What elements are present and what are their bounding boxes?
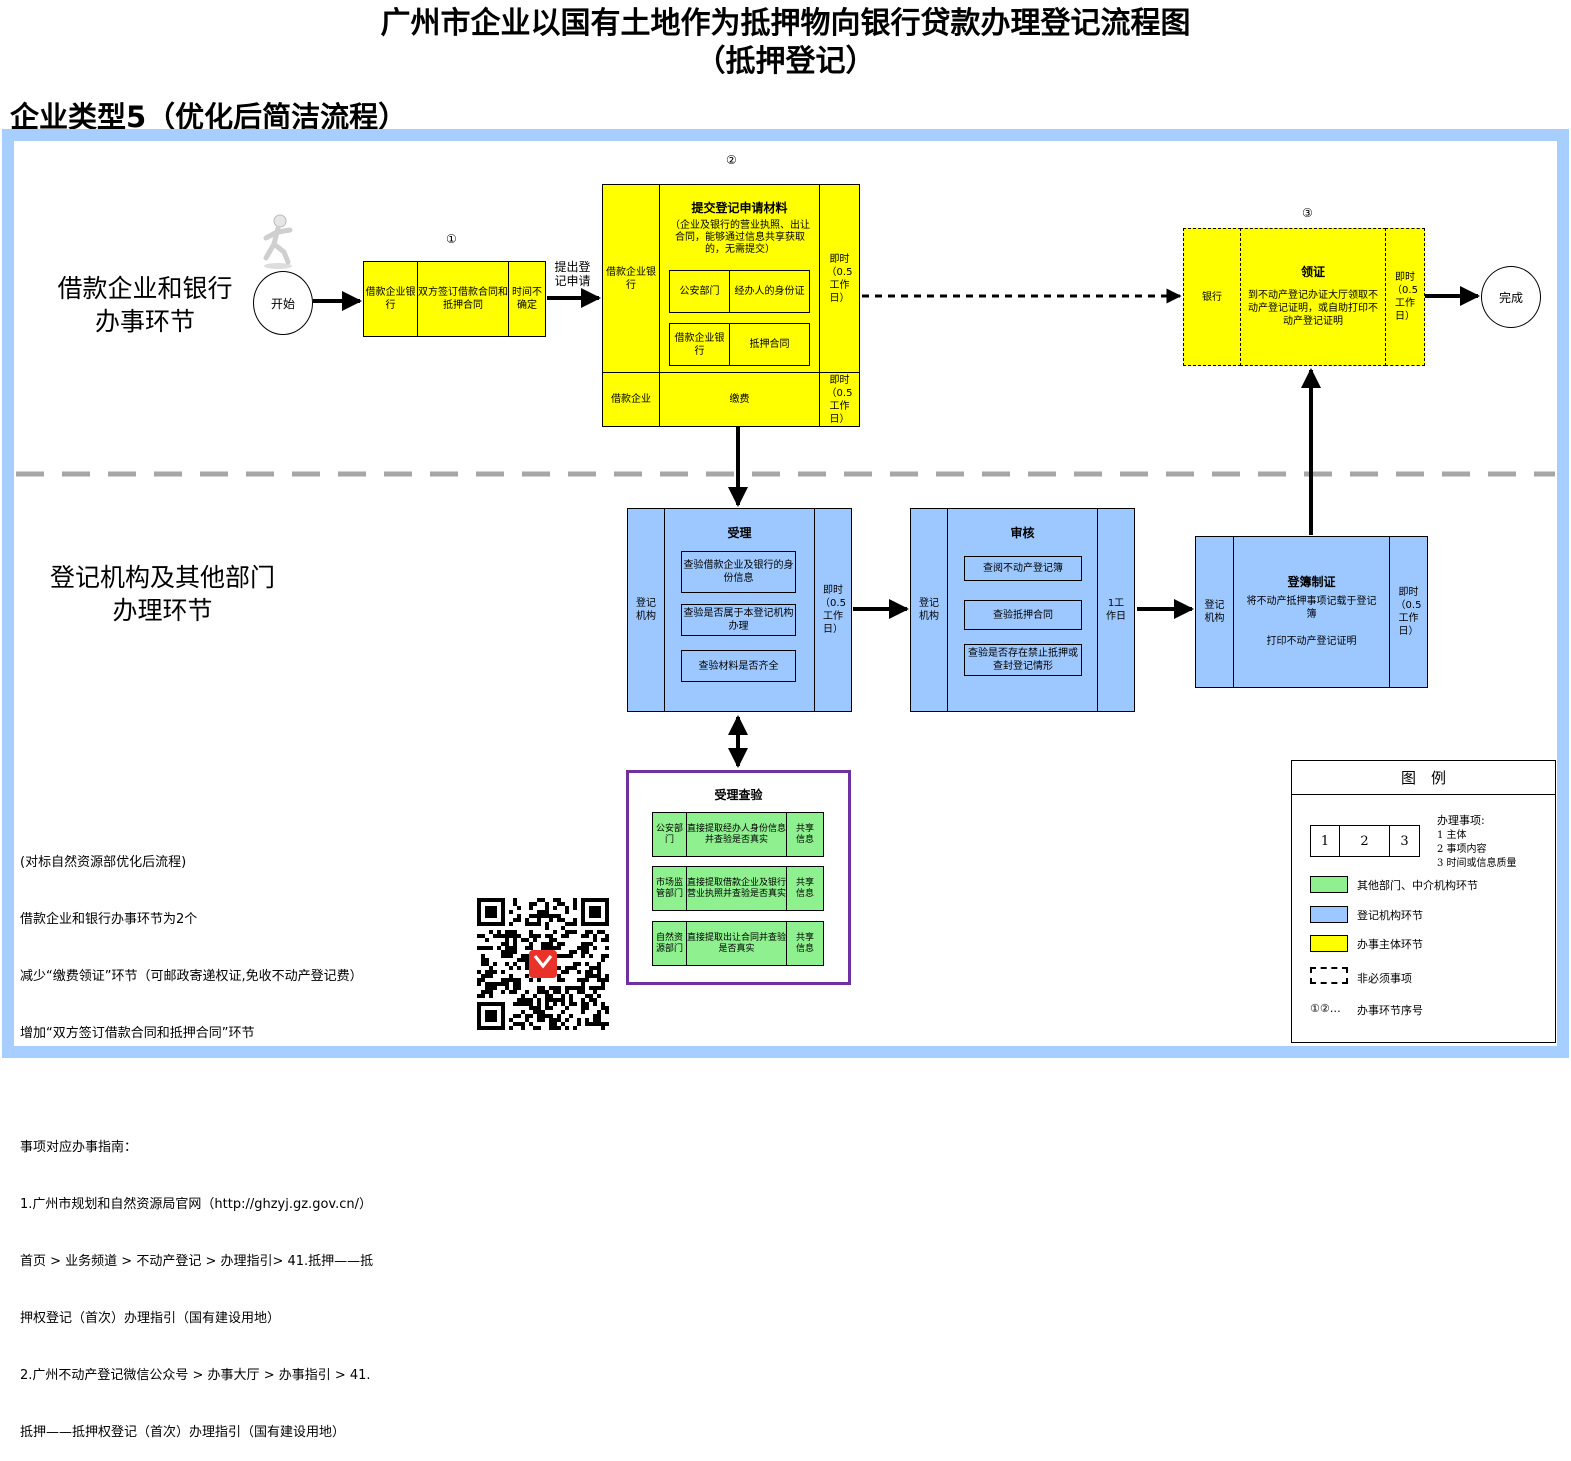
verify-row2-org: 市场监管部门 <box>652 866 687 911</box>
accept-item-1: 查验借款企业及银行的身份信息 <box>681 551 796 593</box>
legend-title: 图 例 <box>1291 760 1556 795</box>
step2-fee-text: 缴费 <box>659 372 820 427</box>
verify-row3-text: 直接提取出让合同并查验是否真实 <box>686 921 787 966</box>
step2-fee-subject: 借款企业 <box>602 372 660 427</box>
legend-swatch-dashed <box>1310 967 1348 984</box>
verify-row2-text: 直接提取借款企业及银行营业执照并查验是否真实 <box>686 866 787 911</box>
legend-swatch-green <box>1310 876 1348 893</box>
accept-time: 即时（0.5工作日） <box>814 508 852 712</box>
note-line: 首页 > 业务频道 > 不动产登记 > 办理指引> 41.抵押——抵 <box>20 1254 374 1269</box>
lane-label-top: 借款企业和银行办事环节 <box>57 274 233 336</box>
legend-item-2: 2 事项内容 <box>1437 844 1487 855</box>
accept-item-2: 查验是否属于本登记机构办理 <box>681 604 796 636</box>
page-title: 广州市企业以国有土地作为抵押物向银行贷款办理登记流程图 <box>380 6 1191 41</box>
step-number-3: ③ <box>1302 206 1313 220</box>
verify-row3-org: 自然资源部门 <box>652 921 687 966</box>
step-number-1: ① <box>446 232 457 246</box>
review-item-2: 查验抵押合同 <box>964 600 1082 630</box>
register-subject: 登记机构 <box>1195 536 1234 688</box>
runner-icon <box>263 214 293 269</box>
step1-time: 时间不确定 <box>508 261 546 337</box>
step2-subject: 借款企业银行 <box>602 184 660 373</box>
legend-yellow-label: 办事主体环节 <box>1357 938 1423 951</box>
note-line: 2.广州不动产登记微信公众号 > 办事大厅 > 办事指引 > 41. <box>20 1368 371 1383</box>
note-line: 借款企业和银行办事环节为2个 <box>20 912 198 927</box>
step2-desc: （企业及银行的营业执照、出让合同，能够通过信息共享获取的，无需提交） <box>670 220 810 255</box>
verify-row3-tag: 共享信息 <box>786 921 824 966</box>
legend <box>1291 760 1556 1043</box>
legend-dashed-label: 非必须事项 <box>1357 972 1412 985</box>
review-item-1: 查阅不动产登记簿 <box>964 556 1082 581</box>
legend-item-1: 1 主体 <box>1437 830 1467 841</box>
step2-title: 提交登记申请材料 <box>691 201 788 215</box>
notes: (对标自然资源部优化后流程) 借款企业和银行办事环节为2个 减少“缴费领证”环节… <box>20 815 373 1461</box>
step2-time: 即时（0.5工作日） <box>819 184 860 373</box>
accept-item-3: 查验材料是否齐全 <box>681 650 796 682</box>
step2-item2-org: 借款企业银行 <box>669 323 730 366</box>
review-time: 1工作日 <box>1097 508 1135 712</box>
legend-item-3: 3 时间或信息质量 <box>1437 858 1517 869</box>
verify-title: 受理查验 <box>714 788 763 802</box>
step1-subject: 借款企业银行 <box>363 261 418 337</box>
legend-blue-label: 登记机构环节 <box>1357 909 1423 922</box>
verify-row1-org: 公安部门 <box>652 812 687 857</box>
note-line: 减少“缴费领证”环节（可邮政寄递权证,免收不动产登记费） <box>20 969 363 984</box>
legend-items-title: 办理事项: <box>1437 814 1485 827</box>
note-line: 增加“双方签订借款合同和抵押合同”环节 <box>20 1026 255 1041</box>
verify-row2-tag: 共享信息 <box>786 866 824 911</box>
page-subtitle: （抵押登记） <box>695 44 876 79</box>
verify-row1-text: 直接提取经办人身份信息并查验是否真实 <box>686 812 787 857</box>
arrow-label: 提出登记申请 <box>554 260 591 288</box>
legend-swatch-yellow <box>1310 935 1348 952</box>
lane-label-bottom: 登记机构及其他部门办理环节 <box>49 563 275 625</box>
note-line <box>20 1081 373 1100</box>
step-number-2: ② <box>726 153 737 167</box>
legend-green-label: 其他部门、中介机构环节 <box>1357 879 1478 892</box>
step3-content: 领证 到不动产登记办证大厅领取不动产登记证明，或自助打印不动产登记证明 <box>1240 228 1386 366</box>
register-content: 登簿制证 将不动产抵押事项记载于登记簿 打印不动产登记证明 <box>1233 536 1390 688</box>
verify-row1-tag: 共享信息 <box>786 812 824 857</box>
qr-code-icon <box>477 898 609 1030</box>
step3-subject: 银行 <box>1183 228 1241 366</box>
note-line: 抵押——抵押权登记（首次）办理指引（国有建设用地） <box>20 1425 346 1440</box>
note-line: 1.广州市规划和自然资源局官网（http://ghzyj.gz.gov.cn/） <box>20 1197 372 1212</box>
legend-swatch-blue <box>1310 906 1348 923</box>
note-line: 事项对应办事指南： <box>20 1140 138 1155</box>
review-subject: 登记机构 <box>910 508 948 712</box>
accept-title: 受理 <box>727 526 752 540</box>
note-line: 押权登记（首次）办理指引（国有建设用地） <box>20 1311 281 1326</box>
accept-subject: 登记机构 <box>627 508 665 712</box>
step3-time: 即时（0.5工作日） <box>1385 228 1425 366</box>
review-item-3: 查验是否存在禁止抵押或查封登记情形 <box>964 644 1082 676</box>
note-line: (对标自然资源部优化后流程) <box>20 855 187 870</box>
end-node: 完成 <box>1481 266 1541 328</box>
category-title: 企业类型5（优化后简洁流程） <box>10 100 408 134</box>
legend-cell-3: 3 <box>1389 825 1420 857</box>
step2-item2-text: 抵押合同 <box>729 323 810 366</box>
legend-cell-1: 1 <box>1310 825 1340 857</box>
start-node: 开始 <box>253 271 313 335</box>
register-time: 即时（0.5工作日） <box>1389 536 1428 688</box>
step1-content: 双方签订借款合同和抵押合同 <box>417 261 509 337</box>
legend-seq-symbol: ①②… <box>1310 1002 1341 1015</box>
step2-item1-org: 公安部门 <box>669 270 730 313</box>
step2-fee-time: 即时（0.5工作日） <box>819 372 860 427</box>
legend-seq-label: 办事环节序号 <box>1357 1004 1423 1017</box>
review-title: 审核 <box>1010 526 1035 540</box>
connectors <box>16 286 1555 768</box>
legend-cell-2: 2 <box>1339 825 1390 857</box>
step2-item1-text: 经办人的身份证 <box>729 270 810 313</box>
